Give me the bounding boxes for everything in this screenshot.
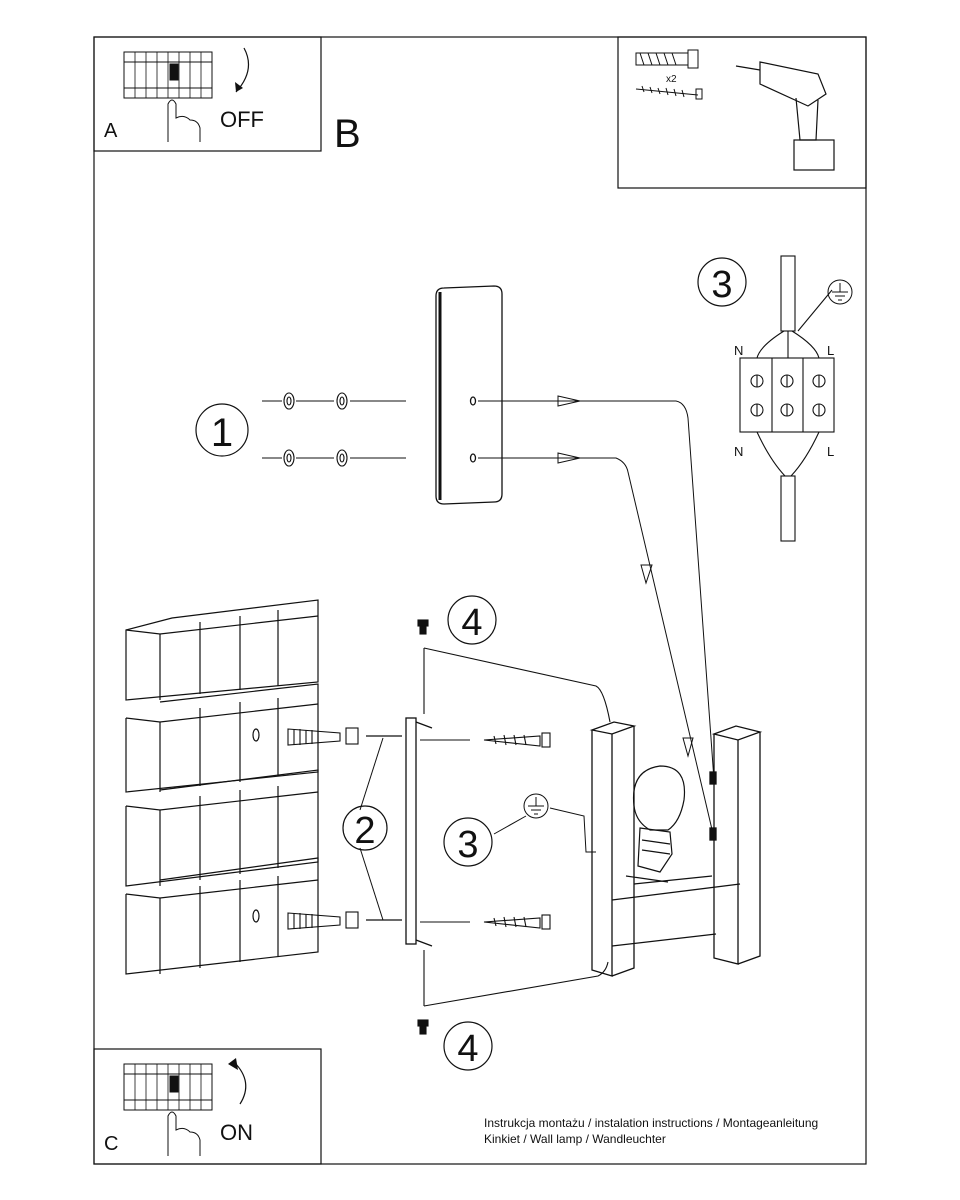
- panel-a-letter: A: [104, 120, 118, 142]
- drill-icon: [735, 61, 835, 171]
- footer-line2: Kinkiet / Wall lamp / Wandleuchter: [484, 1132, 666, 1146]
- page-frame: [93, 36, 867, 1165]
- step4-top-circle: [447, 595, 497, 645]
- anchor-quantity: x2: [666, 74, 677, 85]
- live-label-bottom: L: [827, 444, 834, 459]
- light-bulb-icon: [625, 765, 686, 883]
- wall-tiles: [125, 599, 319, 975]
- nut-icons: [262, 392, 406, 467]
- down-arrowhead-icon: [235, 82, 243, 92]
- panel-c-box: [93, 1048, 322, 1165]
- set-screws: [417, 619, 611, 1035]
- mounting-bracket: [366, 717, 433, 947]
- step1-circle: [195, 403, 249, 457]
- step3-wiring-number: 3: [711, 264, 732, 306]
- step4-top-number: 4: [461, 602, 482, 644]
- off-label: OFF: [220, 107, 264, 132]
- step2-number: 2: [354, 810, 375, 852]
- step3-ground-circle: [443, 817, 493, 867]
- step3-ground-number: 3: [457, 824, 478, 866]
- on-label: ON: [220, 1120, 253, 1145]
- assembly-guide-lines: [478, 395, 715, 839]
- breaker-off-icon: [123, 51, 213, 142]
- step3-wiring-circle: [697, 257, 747, 307]
- footer-line1: Instrukcja montażu / instalation instruc…: [484, 1116, 819, 1130]
- mounting-plate: [435, 285, 503, 505]
- panel-b-letter: B: [334, 112, 361, 156]
- screw-icon: [635, 85, 703, 100]
- ground-wire: [549, 807, 596, 853]
- up-arrowhead-icon: [228, 1058, 238, 1070]
- panel-c-letter: C: [104, 1133, 118, 1155]
- lamp-body: [589, 721, 763, 977]
- footer-caption: Instrukcja montażu / instalation instruc…: [484, 1115, 884, 1147]
- terminal-block: [739, 255, 835, 542]
- wall-plugs: [287, 727, 359, 930]
- neutral-label-bottom: N: [734, 444, 743, 459]
- neutral-label-top: N: [734, 343, 743, 358]
- step4-bottom-circle: [443, 1021, 493, 1071]
- breaker-on-icon: [123, 1063, 213, 1156]
- wall-plug-icon: [635, 49, 699, 69]
- ground-symbol-small-icon: [523, 793, 549, 819]
- ground-symbol-icon: [827, 279, 853, 305]
- panel-a-box: [93, 36, 322, 152]
- step2-pointer-lines: [359, 737, 384, 921]
- tools-box: [617, 36, 867, 189]
- step4-bottom-number: 4: [457, 1028, 478, 1070]
- step1-number: 1: [211, 411, 233, 455]
- wood-screws: [420, 732, 551, 930]
- step2-circle: [342, 805, 388, 851]
- live-label-top: L: [827, 343, 834, 358]
